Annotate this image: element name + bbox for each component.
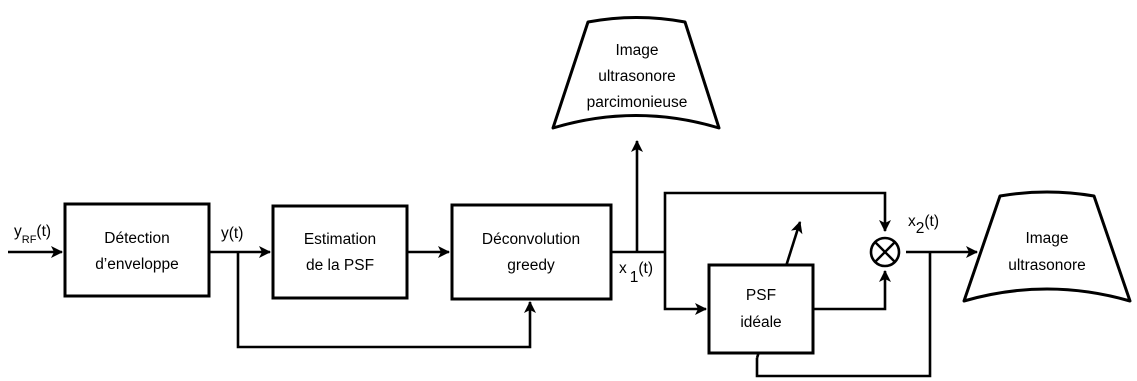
label-x2: x2(t)	[908, 213, 939, 237]
ultrasound-image-output: Image ultrasonore	[962, 190, 1132, 303]
envelope-detection-line2: d’enveloppe	[95, 256, 179, 273]
label-x1: x1(t)	[619, 260, 653, 286]
envelope-detection-line1: Détection	[104, 230, 169, 247]
psf-estimation-line1: Estimation	[304, 231, 376, 248]
sparse-image-sector-icon	[551, 16, 721, 130]
psf-estimation-line2: de la PSF	[306, 257, 374, 274]
sparse-image-output: Image ultrasonore parcimonieuse	[551, 16, 721, 130]
ideal-psf-line1: PSF	[746, 287, 776, 304]
sparse-image-line3: parcimonieuse	[587, 94, 688, 111]
greedy-deconvolution-line2: greedy	[507, 257, 555, 274]
circle-times-icon	[869, 236, 901, 268]
ultrasound-image-line1: Image	[1025, 230, 1068, 247]
ideal-psf-line2: idéale	[740, 314, 781, 331]
ideal-psf-to-multiplier-arrow	[813, 270, 891, 311]
psf-estimation-block: Estimation de la PSF	[271, 204, 409, 300]
x2-feedback-wire	[755, 252, 932, 378]
label-y: y(t)	[221, 225, 243, 242]
greedy-deconvolution-line1: Déconvolution	[482, 231, 580, 248]
x1-to-ideal-psf-arrow	[663, 252, 707, 315]
ultrasound-image-sector-icon	[962, 190, 1132, 303]
sparse-image-line1: Image	[615, 42, 658, 59]
ideal-psf-block: PSF idéale	[707, 263, 815, 355]
envelope-detection-block: Détection d’enveloppe	[63, 202, 211, 298]
y-bypass-to-deconvolution-arrow	[236, 252, 536, 349]
greedy-deconvolution-block: Déconvolution greedy	[450, 203, 613, 301]
sparse-image-line2: ultrasonore	[598, 68, 676, 85]
x1-upper-branch-arrow	[663, 191, 891, 252]
label-y-rf: yRF(t)	[14, 223, 51, 246]
ultrasound-image-line2: ultrasonore	[1008, 257, 1086, 274]
